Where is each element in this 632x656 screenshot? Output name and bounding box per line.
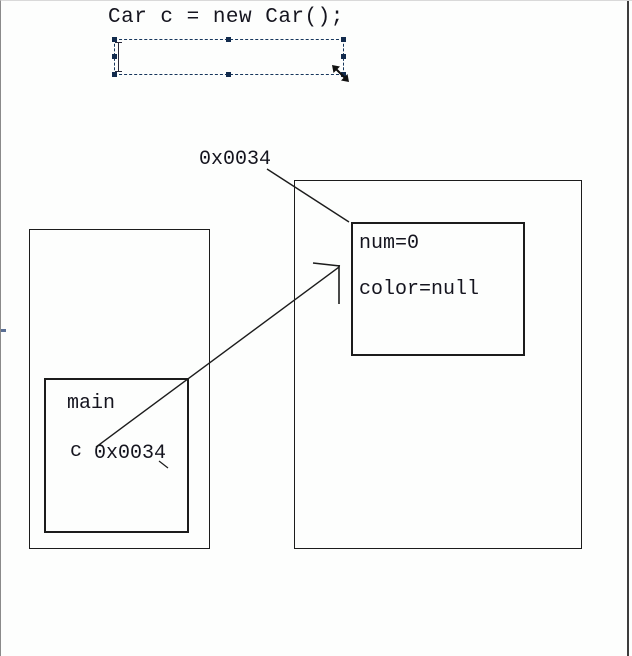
resize-handle-top-right[interactable] bbox=[341, 37, 346, 42]
resize-handle-bottom-right[interactable] bbox=[341, 72, 346, 77]
variable-name: c bbox=[70, 440, 83, 463]
heap-rect[interactable] bbox=[294, 180, 582, 549]
heap-address-label: 0x0034 bbox=[199, 148, 272, 171]
frame-label: main bbox=[67, 392, 116, 415]
variable-value: 0x0034 bbox=[94, 442, 167, 465]
code-text: Car c = new Car(); bbox=[108, 6, 344, 29]
pointer-arrow[interactable] bbox=[95, 262, 341, 469]
field-color-text: color=null bbox=[359, 278, 480, 301]
ruler-tick bbox=[1, 329, 6, 332]
stack-rect[interactable] bbox=[29, 229, 210, 549]
resize-handle-bottom-left[interactable] bbox=[112, 72, 117, 77]
address-leader-line[interactable] bbox=[266, 168, 350, 223]
stack-frame-box[interactable] bbox=[44, 378, 189, 533]
window-right-border bbox=[627, 1, 629, 656]
resize-handle-bottom-mid[interactable] bbox=[226, 72, 231, 77]
field-num-text: num=0 bbox=[359, 232, 420, 255]
resize-handle-mid-right[interactable] bbox=[341, 54, 346, 59]
heap-object-box[interactable] bbox=[351, 222, 525, 356]
text-caret bbox=[115, 42, 122, 72]
resize-handle-top-left[interactable] bbox=[112, 37, 117, 42]
resize-handle-top-mid[interactable] bbox=[226, 37, 231, 42]
resize-handle-mid-left[interactable] bbox=[112, 54, 117, 59]
text-box-selection[interactable] bbox=[112, 37, 346, 77]
